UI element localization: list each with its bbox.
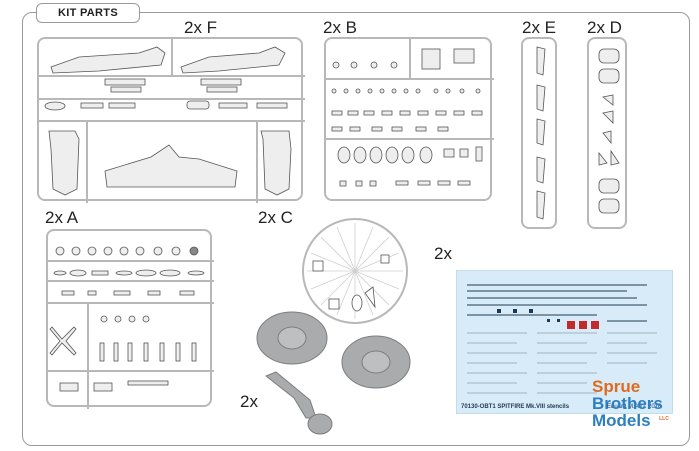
sprue-e-label: 2x E — [522, 18, 557, 37]
sprue-f-label: 2x F — [184, 18, 218, 37]
fuselage-half-left — [50, 46, 166, 74]
part-b — [421, 48, 441, 70]
sprue-b-label: 2x B — [323, 18, 358, 37]
decal-sheet-label: 2x — [434, 244, 452, 263]
decal-sheet-maker: Eduard M.A.D. 2016 — [607, 404, 662, 410]
part-f — [186, 100, 210, 110]
landing-gear-leg — [265, 371, 317, 419]
sprue-d — [587, 37, 627, 229]
part-f — [218, 102, 248, 109]
watermark-suffix: LLC — [659, 416, 669, 422]
sprue-d-parts — [598, 48, 620, 214]
sprue-c — [302, 218, 408, 324]
kit-parts-frame — [22, 12, 690, 446]
sprue-e-parts — [536, 46, 546, 220]
watermark-line-2: Brothers — [592, 394, 663, 413]
sprue-d-label: 2x D — [587, 18, 622, 37]
wheels-label: 2x — [240, 392, 258, 411]
part-f — [256, 102, 288, 109]
watermark-line-3: Models — [592, 411, 651, 430]
part-f — [80, 102, 104, 109]
sprue-f-parts — [39, 39, 305, 203]
decal-sheet: 70130-OBT1 SPITFIRE Mk.VIII stencils Edu… — [456, 270, 673, 414]
part-f — [110, 86, 142, 93]
part-b — [453, 48, 475, 64]
sprue-a-label: 2x A — [45, 208, 79, 227]
sprue-e — [521, 37, 557, 229]
sprue-brothers-watermark: Sprue Brothers Models LLC — [592, 377, 669, 430]
kit-parts-header: KIT PARTS — [36, 3, 140, 23]
wheels-resin-parts — [256, 311, 411, 435]
lower-wing — [104, 144, 238, 188]
fuselage-half-right — [180, 46, 286, 74]
part-f — [206, 86, 238, 93]
decal-sheet-title: 70130-OBT1 SPITFIRE Mk.VIII stencils — [461, 404, 570, 410]
decal-markings — [467, 284, 657, 394]
part-f — [200, 78, 242, 86]
wing-tip-left — [48, 130, 80, 196]
watermark-line-1: Sprue — [592, 377, 641, 396]
wing-tip-right — [260, 130, 292, 196]
sprue-a — [46, 229, 214, 409]
sprue-c-label: 2x C — [258, 208, 293, 227]
sprue-a-parts — [48, 246, 214, 409]
part-f — [104, 78, 146, 86]
part-f — [108, 102, 136, 109]
sprue-b — [324, 37, 494, 201]
sprue-f — [37, 37, 305, 203]
sprue-b-parts — [326, 39, 494, 187]
tail-wheel — [307, 413, 333, 435]
part-f — [44, 101, 66, 111]
